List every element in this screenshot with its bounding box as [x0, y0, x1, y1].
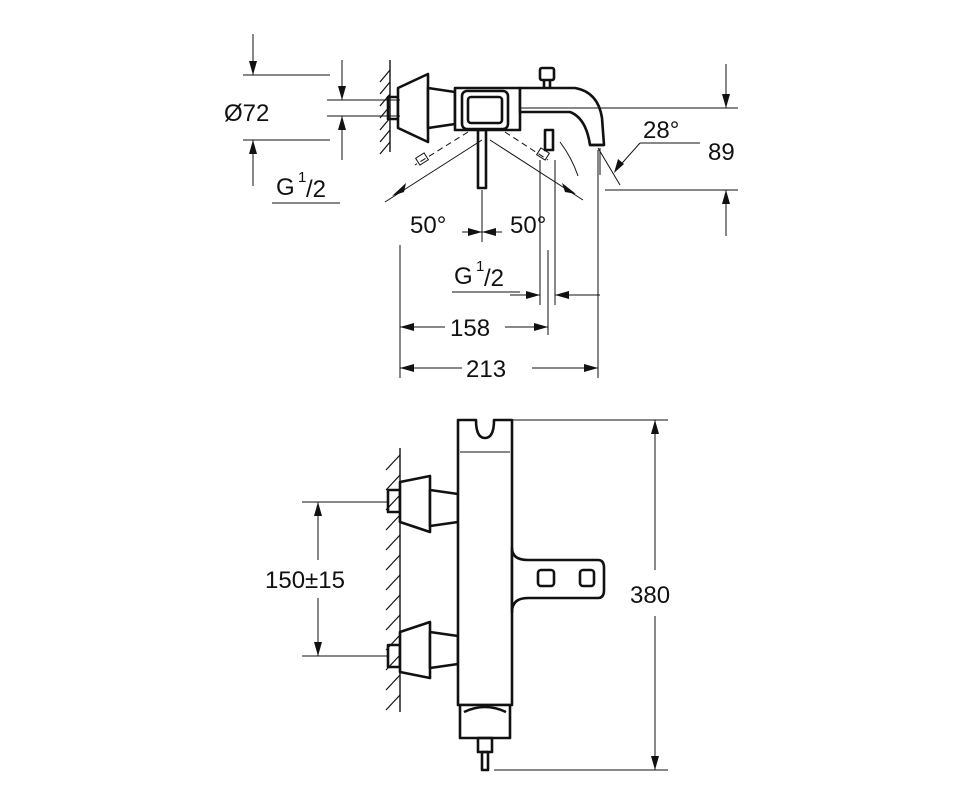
diameter-dimension: [327, 60, 400, 160]
spout-height-dimension: [520, 64, 738, 236]
spacing-label: 150±15: [265, 567, 345, 594]
lever-top: [476, 128, 555, 190]
bottom-handle: [458, 703, 512, 772]
svg-text:G: G: [276, 174, 295, 201]
thread-left-label: G 1 /2: [276, 169, 326, 203]
svg-text:/2: /2: [306, 176, 326, 203]
thread-bottom-dimension: [452, 160, 600, 305]
depth-158-label: 158: [450, 315, 490, 342]
thermostat-body: [456, 418, 514, 707]
svg-text:G: G: [454, 263, 473, 290]
mixer-body-top: [453, 86, 522, 132]
top-view: Ø72 G 1 /2 50° 50° 28° 89 G 1 /2 158 213: [224, 34, 738, 383]
spacing-dimension: [302, 501, 388, 657]
height-dimension: [494, 419, 668, 771]
angle-left-label: 50°: [410, 212, 446, 239]
angle-right-label: 50°: [510, 212, 546, 239]
wall-hatch-front: [385, 448, 401, 712]
depth-158-dimension: [399, 245, 549, 378]
diameter-label: Ø72: [224, 100, 269, 127]
spout-angle-dimension: [597, 142, 700, 186]
svg-text:1: 1: [476, 258, 484, 275]
spout-angle-label: 28°: [643, 117, 679, 144]
thread-left-dimension: [243, 34, 340, 204]
depth-213-dimension: [400, 150, 599, 378]
spout-top: [518, 86, 606, 147]
thread-bottom-label: G 1 /2: [454, 258, 504, 292]
height-label: 380: [630, 582, 670, 609]
lower-connection: [386, 620, 460, 680]
svg-text:/2: /2: [484, 265, 504, 292]
spout-front: [510, 546, 606, 614]
front-view: 150±15 380: [265, 418, 670, 772]
svg-text:1: 1: [298, 169, 306, 186]
upper-connection: [386, 474, 460, 534]
spout-height-label: 89: [708, 139, 735, 166]
depth-213-label: 213: [466, 356, 506, 383]
diverter-knob-top: [538, 66, 556, 88]
escutcheon-top: [386, 72, 457, 144]
